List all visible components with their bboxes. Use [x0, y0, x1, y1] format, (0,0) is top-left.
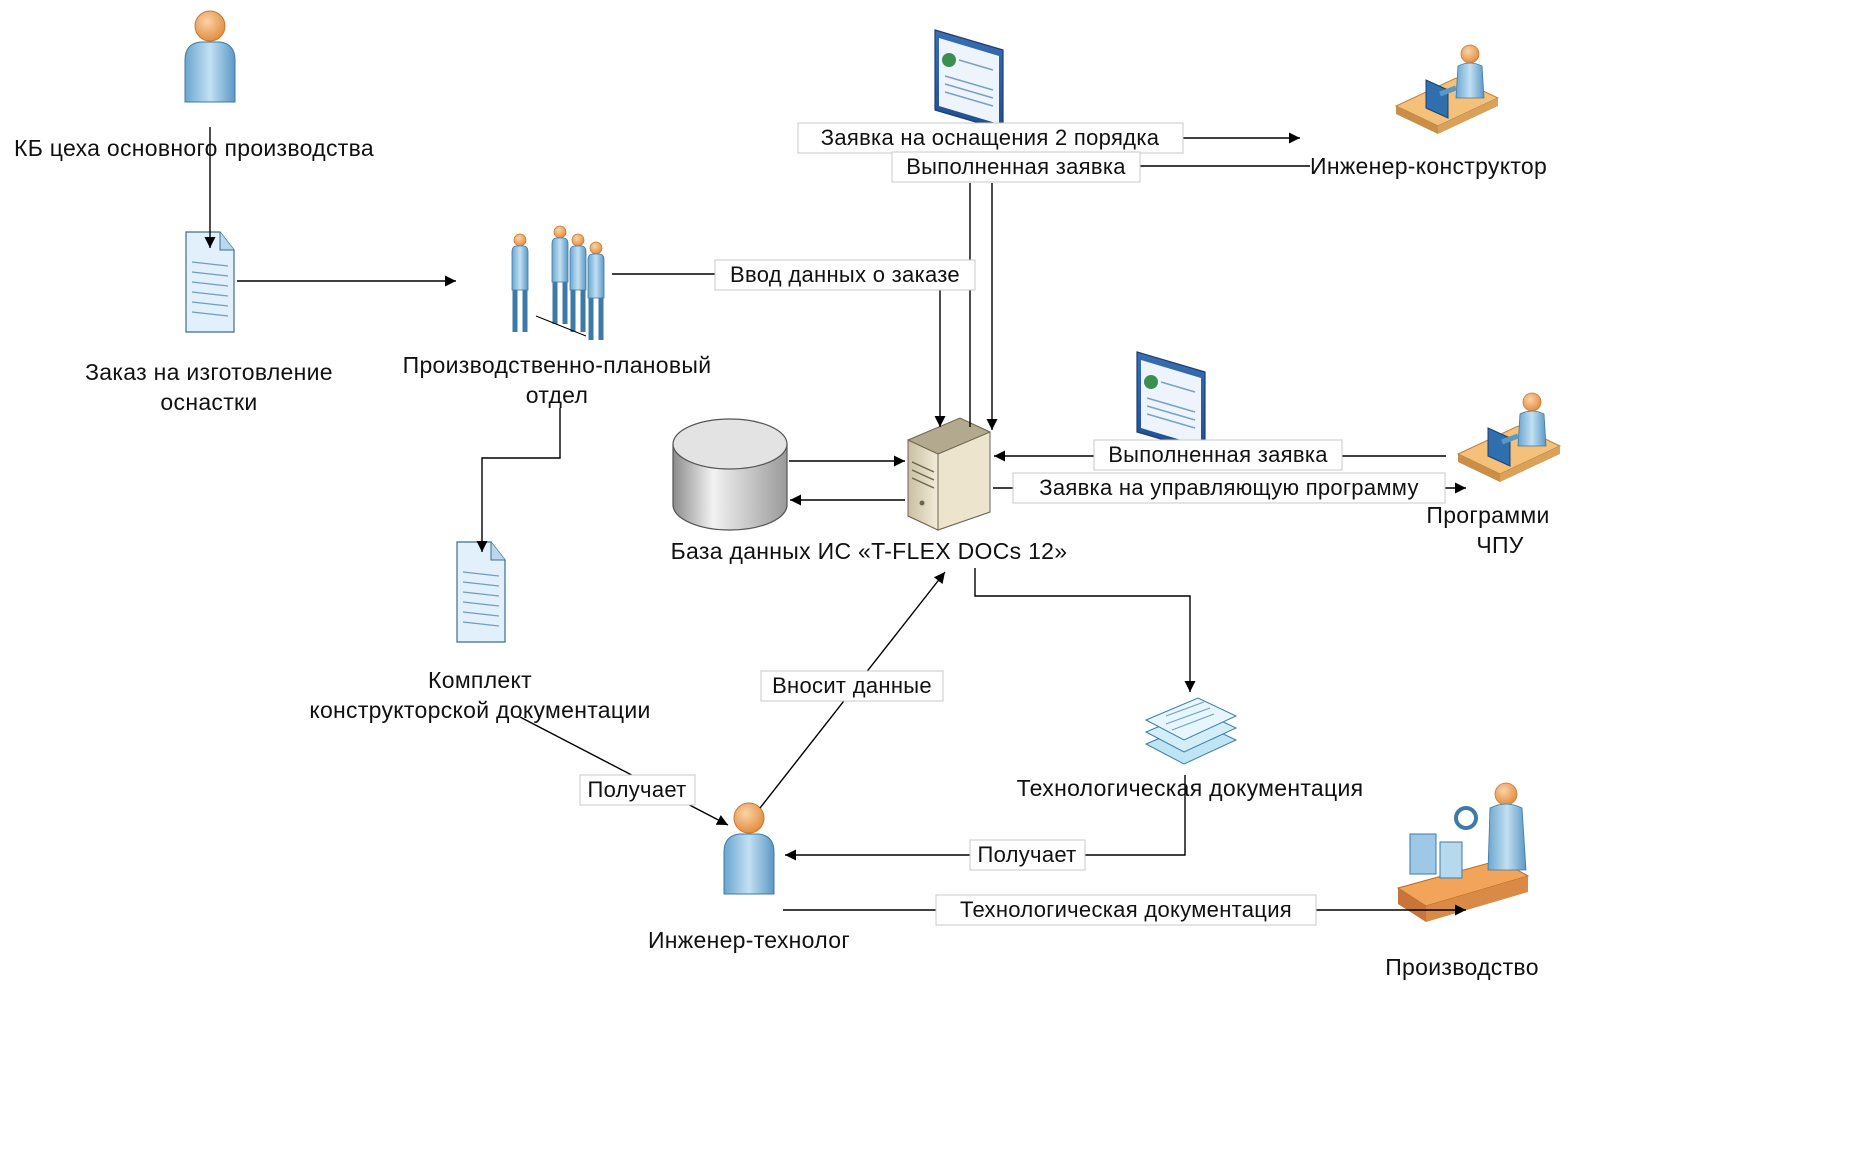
edge-label-receives-kit: Получает	[579, 774, 696, 806]
edge-label-done-cnc: Выполненная заявка	[1093, 439, 1343, 471]
edge-label-request-2nd: Заявка на оснащения 2 порядка	[797, 122, 1184, 154]
tech-documents-stack-icon	[1144, 697, 1238, 765]
db-label: База данных ИС «T-FLEX DOCs 12»	[671, 538, 1068, 564]
cnc-workstation-icon	[1458, 393, 1560, 482]
ppo-label-line1: Производственно-плановый	[403, 352, 712, 378]
edge-label-enters-data-text: Вносит данные	[772, 673, 932, 698]
server-icon	[907, 417, 991, 531]
edge-label-receives-tech: Получает	[969, 839, 1086, 871]
designer-workstation-icon	[1396, 45, 1498, 134]
database-cylinder-icon	[672, 418, 788, 531]
production-label: Производство	[1385, 954, 1539, 980]
screen-icon-top	[934, 29, 1004, 131]
edge-label-tech-to-production: Технологическая документация	[935, 894, 1317, 926]
order-label-line1: Заказ на изготовление	[85, 359, 333, 385]
kb-person-icon	[184, 10, 236, 103]
technologist-label: Инженер-технолог	[648, 927, 850, 953]
kit-label-line1: Комплект	[428, 667, 532, 693]
edge-label-done-top-text: Выполненная заявка	[906, 154, 1126, 179]
edge-label-request-program: Заявка на управляющую программу	[1012, 472, 1446, 504]
edge-label-receives-tech-text: Получает	[977, 842, 1076, 867]
designer-label: Инженер-конструктор	[1310, 153, 1547, 179]
edge-label-tech-to-production-text: Технологическая документация	[960, 897, 1292, 922]
ppo-group-icon	[512, 226, 604, 340]
technologist-person-icon	[723, 802, 775, 895]
edge-label-order-input-text: Ввод данных о заказе	[730, 262, 960, 287]
edge-label-enters-data: Вносит данные	[760, 670, 944, 702]
kit-document-icon	[456, 541, 506, 643]
order-label-line2: оснастки	[160, 389, 257, 415]
production-line-icon	[1396, 782, 1530, 922]
kb-label: КБ цеха основного производства	[14, 135, 374, 161]
ppo-label-line2: отдел	[526, 382, 588, 408]
edge-label-receives-kit-text: Получает	[587, 777, 686, 802]
kit-label-line2: конструкторской документации	[309, 697, 650, 723]
edge-label-order-input: Ввод данных о заказе	[714, 259, 976, 291]
cnc-label-line1: Программи	[1426, 502, 1549, 528]
screen-icon-cnc	[1136, 351, 1206, 453]
tech-doc-label: Технологическая документация	[1017, 775, 1364, 801]
cnc-label-line2: ЧПУ	[1476, 532, 1523, 558]
edge-label-done-top: Выполненная заявка	[891, 151, 1141, 183]
edge-label-request-2nd-text: Заявка на оснащения 2 порядка	[821, 125, 1160, 150]
diagram-canvas: КБ цеха основного производства Заказ на …	[14, 10, 1568, 980]
edge-label-request-program-text: Заявка на управляющую программу	[1039, 475, 1419, 500]
edge-label-done-cnc-text: Выполненная заявка	[1108, 442, 1328, 467]
